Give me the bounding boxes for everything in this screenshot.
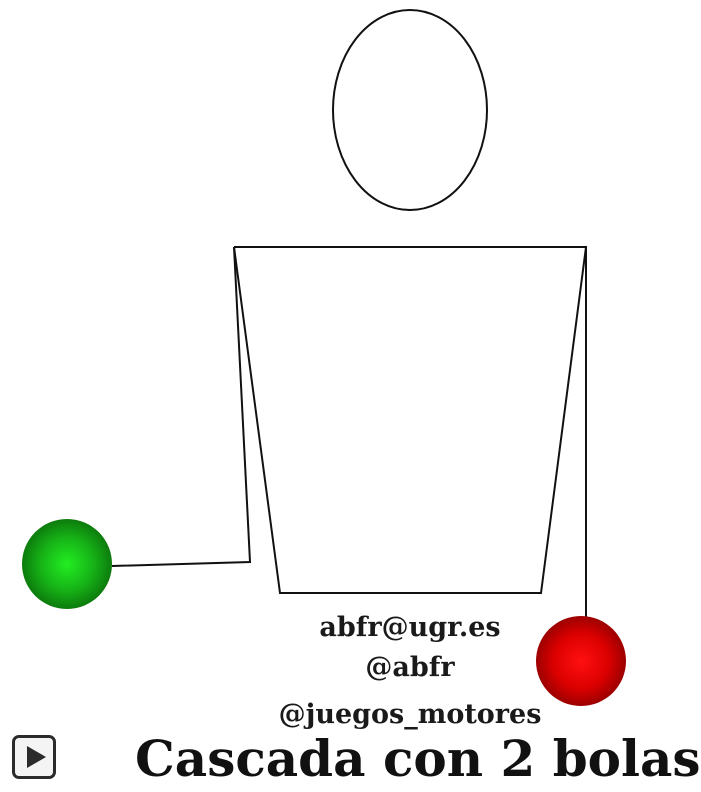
green-ball bbox=[22, 519, 112, 609]
juggler-diagram bbox=[22, 9, 626, 706]
red-ball bbox=[536, 616, 626, 706]
contact-twitter-personal: @abfr bbox=[365, 652, 455, 683]
juggler-left-arm bbox=[111, 246, 252, 567]
contact-email: abfr@ugr.es bbox=[319, 612, 501, 643]
juggler-torso bbox=[233, 246, 588, 594]
animation-title: Cascada con 2 bolas bbox=[135, 729, 701, 788]
play-button[interactable] bbox=[12, 735, 56, 779]
play-icon bbox=[27, 746, 46, 768]
contact-twitter-project: @juegos_motores bbox=[278, 699, 542, 730]
juggler-head bbox=[332, 9, 488, 211]
